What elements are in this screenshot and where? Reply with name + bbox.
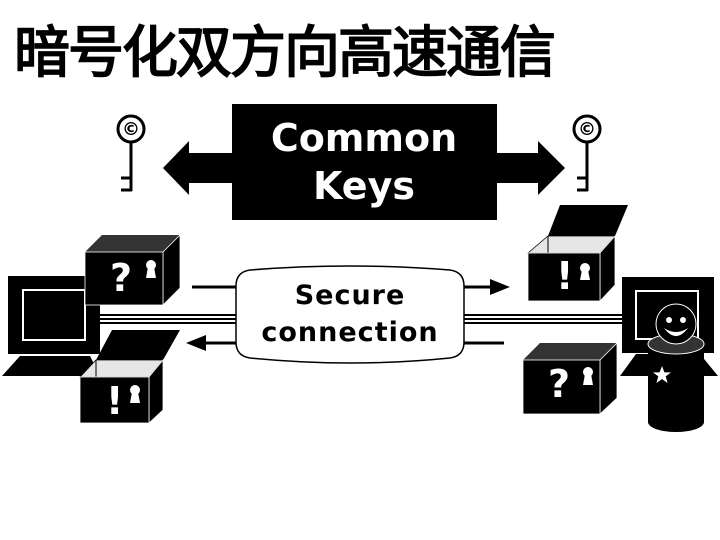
keyhole-icon (130, 385, 140, 403)
question-mark-glyph: ? (548, 362, 571, 406)
slide-title: 暗号化双方向高速通信 (14, 21, 556, 86)
secure-connection-line2: connection (261, 317, 439, 348)
left-key-symbol: © (122, 119, 140, 140)
smiley-person-icon (647, 303, 705, 432)
open-box-exclamation-receiver (526, 205, 628, 303)
locked-box-question-receiver (522, 342, 618, 415)
common-keys-line2: Keys (313, 164, 415, 208)
exclamation-mark-glyph: ! (556, 254, 574, 298)
common-keys-label: Common Keys (232, 104, 496, 220)
keyhole-icon (146, 260, 156, 278)
left-key-icon: © (116, 114, 146, 192)
incoming-arrow-left (186, 335, 236, 351)
secure-connection-label: Secure connection (236, 270, 464, 358)
keyhole-icon (583, 367, 593, 385)
common-keys-arrow (163, 104, 565, 220)
exclamation-mark-glyph: ! (106, 379, 124, 423)
secure-connection-bubble (235, 265, 465, 364)
keyhole-icon (580, 263, 590, 280)
outgoing-arrow-right (464, 279, 510, 295)
common-keys-line1: Common (270, 116, 458, 160)
question-mark-glyph: ? (110, 256, 133, 300)
locked-box-question-sender (84, 234, 181, 306)
right-key-symbol: © (578, 119, 596, 140)
right-key-icon: © (572, 114, 602, 192)
secure-connection-line1: Secure (294, 280, 406, 311)
open-box-exclamation-sender (79, 330, 180, 424)
star-icon (653, 366, 671, 383)
